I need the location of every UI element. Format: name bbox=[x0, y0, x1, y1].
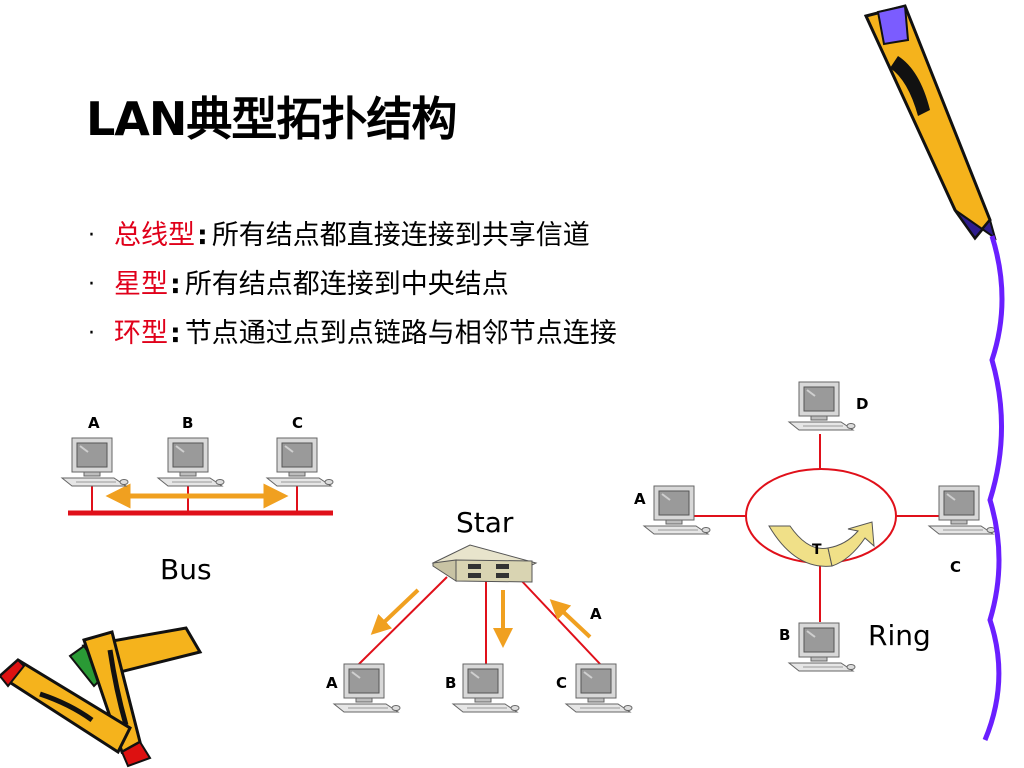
bullet-keyword: 总线型 bbox=[114, 220, 195, 251]
bullet-item: · 环型:节点通过点到点链路与相邻节点连接 bbox=[88, 320, 617, 347]
star-packet-label: A bbox=[590, 605, 602, 623]
bus-caption: Bus bbox=[160, 553, 212, 586]
star-node-b-computer-icon bbox=[452, 663, 520, 713]
bus-node-b-label: B bbox=[182, 414, 194, 432]
ring-node-d-label: D bbox=[856, 395, 869, 413]
bullet-dot: · bbox=[88, 321, 95, 346]
bullet-dot: · bbox=[88, 272, 95, 297]
ring-node-c-computer-icon bbox=[928, 485, 996, 535]
hub-icon bbox=[431, 544, 538, 583]
bullet-item: · 总线型:所有结点都直接连接到共享信道 bbox=[88, 222, 617, 249]
bullet-item: · 星型:所有结点都连接到中央结点 bbox=[88, 271, 617, 298]
ring-caption: Ring bbox=[868, 619, 931, 652]
bullet-dot: · bbox=[88, 223, 95, 248]
bullet-list: · 总线型:所有结点都直接连接到共享信道 · 星型:所有结点都连接到中央结点 ·… bbox=[88, 222, 617, 369]
star-node-a-computer-icon bbox=[333, 663, 401, 713]
bus-node-a-computer-icon bbox=[61, 437, 129, 487]
star-caption: Star bbox=[456, 506, 514, 539]
bus-node-c-label: C bbox=[292, 414, 304, 432]
bullet-separator: : bbox=[197, 220, 208, 251]
pencil-icon bbox=[863, 4, 1005, 741]
bullet-keyword: 星型 bbox=[114, 269, 168, 300]
bus-node-a-label: A bbox=[88, 414, 100, 432]
ring-node-a-computer-icon bbox=[643, 485, 711, 535]
bullet-separator: : bbox=[170, 269, 181, 300]
star-diagram bbox=[333, 544, 633, 713]
star-node-a-label: A bbox=[326, 674, 338, 692]
star-node-c-label: C bbox=[556, 674, 568, 692]
bullet-text: 节点通过点到点链路与相邻节点连接 bbox=[184, 318, 617, 349]
ring-diagram bbox=[643, 381, 996, 672]
ring-node-b-computer-icon bbox=[788, 622, 856, 672]
ring-node-a-label: A bbox=[634, 490, 646, 508]
ring-node-d-computer-icon bbox=[788, 381, 856, 431]
star-node-c-computer-icon bbox=[565, 663, 633, 713]
token-arrow-icon bbox=[768, 521, 875, 567]
ring-node-b-label: B bbox=[779, 626, 791, 644]
bus-node-b-computer-icon bbox=[157, 437, 225, 487]
star-node-b-label: B bbox=[445, 674, 457, 692]
bullet-text: 所有结点都连接到中央结点 bbox=[184, 269, 509, 300]
bullet-separator: : bbox=[170, 318, 181, 349]
bullet-text: 所有结点都直接连接到共享信道 bbox=[211, 220, 590, 251]
bus-diagram bbox=[61, 437, 334, 516]
pencil-icon bbox=[0, 626, 203, 768]
bullet-keyword: 环型 bbox=[114, 318, 168, 349]
ring-token-label: T bbox=[812, 542, 822, 558]
star-arrow-to-a bbox=[370, 588, 420, 635]
slide-title: LAN典型拓扑结构 bbox=[86, 92, 457, 146]
ring-node-c-label: C bbox=[950, 558, 962, 576]
bus-node-c-computer-icon bbox=[266, 437, 334, 487]
star-arrow-from-c bbox=[549, 599, 592, 639]
